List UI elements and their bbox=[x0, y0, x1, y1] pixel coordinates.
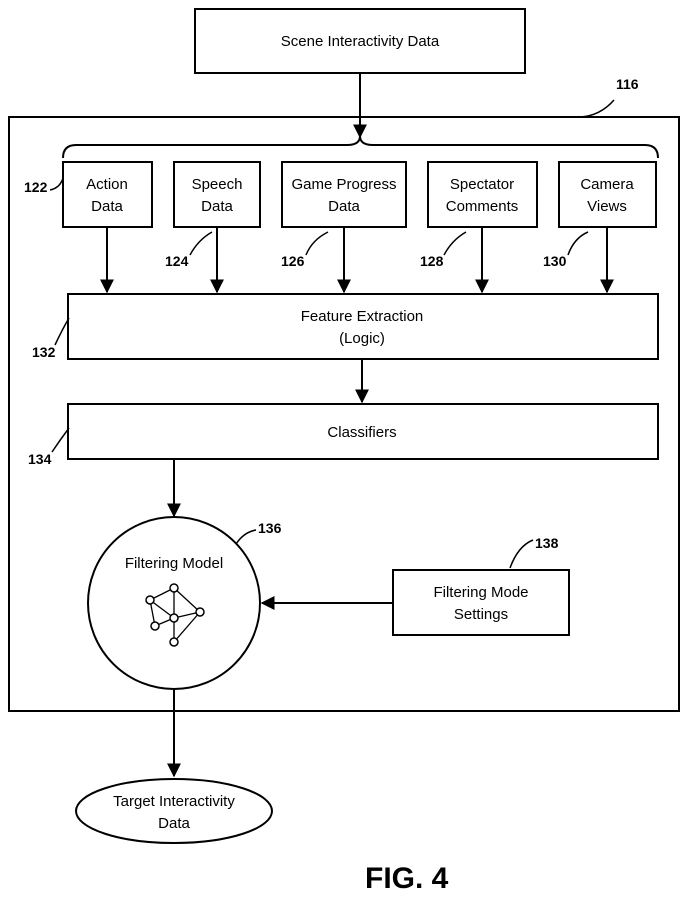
ref-action-data: 122 bbox=[24, 179, 48, 195]
container-ref: 116 bbox=[616, 76, 639, 92]
lead-filtering-model bbox=[235, 529, 257, 545]
lead-game-progress-data bbox=[305, 231, 329, 256]
figure-label: FIG. 4 bbox=[365, 862, 449, 895]
input-camera-views-line1: Camera bbox=[580, 176, 634, 193]
ref-feature-extraction: 132 bbox=[32, 344, 56, 360]
target-interactivity-data-line1: Target Interactivity bbox=[113, 793, 235, 810]
input-game-progress-data-line2: Data bbox=[328, 198, 360, 215]
input-action-data-line2: Data bbox=[91, 198, 123, 215]
lead-spectator-comments bbox=[443, 231, 467, 256]
scene-interactivity-data-box: Scene Interactivity Data bbox=[194, 8, 526, 74]
ref-spectator-comments: 128 bbox=[420, 253, 444, 269]
input-game-progress-data: Game Progress Data bbox=[281, 161, 407, 228]
filtering-mode-settings-line2: Settings bbox=[454, 606, 508, 623]
filtering-model-label: Filtering Model bbox=[125, 555, 223, 572]
target-interactivity-data-line2: Data bbox=[158, 815, 190, 832]
filtering-model-circle: Filtering Model bbox=[87, 516, 261, 690]
filtering-mode-settings-line1: Filtering Mode bbox=[433, 584, 528, 601]
lead-filtering-mode-settings bbox=[509, 539, 534, 569]
input-speech-data-line2: Data bbox=[201, 198, 233, 215]
ref-game-progress-data: 126 bbox=[281, 253, 305, 269]
lead-camera-views bbox=[567, 231, 589, 256]
ref-filtering-model: 136 bbox=[258, 520, 282, 536]
feature-extraction-line2: (Logic) bbox=[339, 330, 385, 347]
feature-extraction-box: Feature Extraction (Logic) bbox=[67, 293, 659, 360]
input-speech-data-line1: Speech bbox=[192, 176, 243, 193]
lead-action-data bbox=[49, 177, 64, 191]
ref-filtering-mode-settings: 138 bbox=[535, 535, 559, 551]
filtering-mode-settings-box: Filtering Mode Settings bbox=[392, 569, 570, 636]
ref-camera-views: 130 bbox=[543, 253, 567, 269]
input-action-data: Action Data bbox=[62, 161, 153, 228]
input-game-progress-data-line1: Game Progress bbox=[291, 176, 396, 193]
ref-speech-data: 124 bbox=[165, 253, 189, 269]
ref-classifiers: 134 bbox=[28, 451, 52, 467]
processing-container bbox=[8, 116, 680, 712]
input-spectator-comments: Spectator Comments bbox=[427, 161, 538, 228]
input-camera-views: Camera Views bbox=[558, 161, 657, 228]
lead-feature-extraction bbox=[54, 317, 70, 346]
target-interactivity-data-ellipse: Target Interactivity Data bbox=[75, 778, 273, 844]
container-ref-lead bbox=[579, 99, 615, 118]
inputs-brace bbox=[62, 135, 659, 159]
classifiers-label: Classifiers bbox=[327, 424, 396, 441]
feature-extraction-line1: Feature Extraction bbox=[301, 308, 424, 325]
scene-interactivity-data-label: Scene Interactivity Data bbox=[281, 33, 440, 50]
input-spectator-comments-line2: Comments bbox=[446, 198, 519, 215]
network-graph-icon bbox=[145, 583, 205, 647]
lead-speech-data bbox=[189, 231, 213, 256]
lead-classifiers bbox=[51, 427, 70, 453]
input-spectator-comments-line1: Spectator bbox=[450, 176, 514, 193]
input-speech-data: Speech Data bbox=[173, 161, 261, 228]
input-action-data-line1: Action bbox=[86, 176, 128, 193]
classifiers-box: Classifiers bbox=[67, 403, 659, 460]
input-camera-views-line2: Views bbox=[587, 198, 627, 215]
